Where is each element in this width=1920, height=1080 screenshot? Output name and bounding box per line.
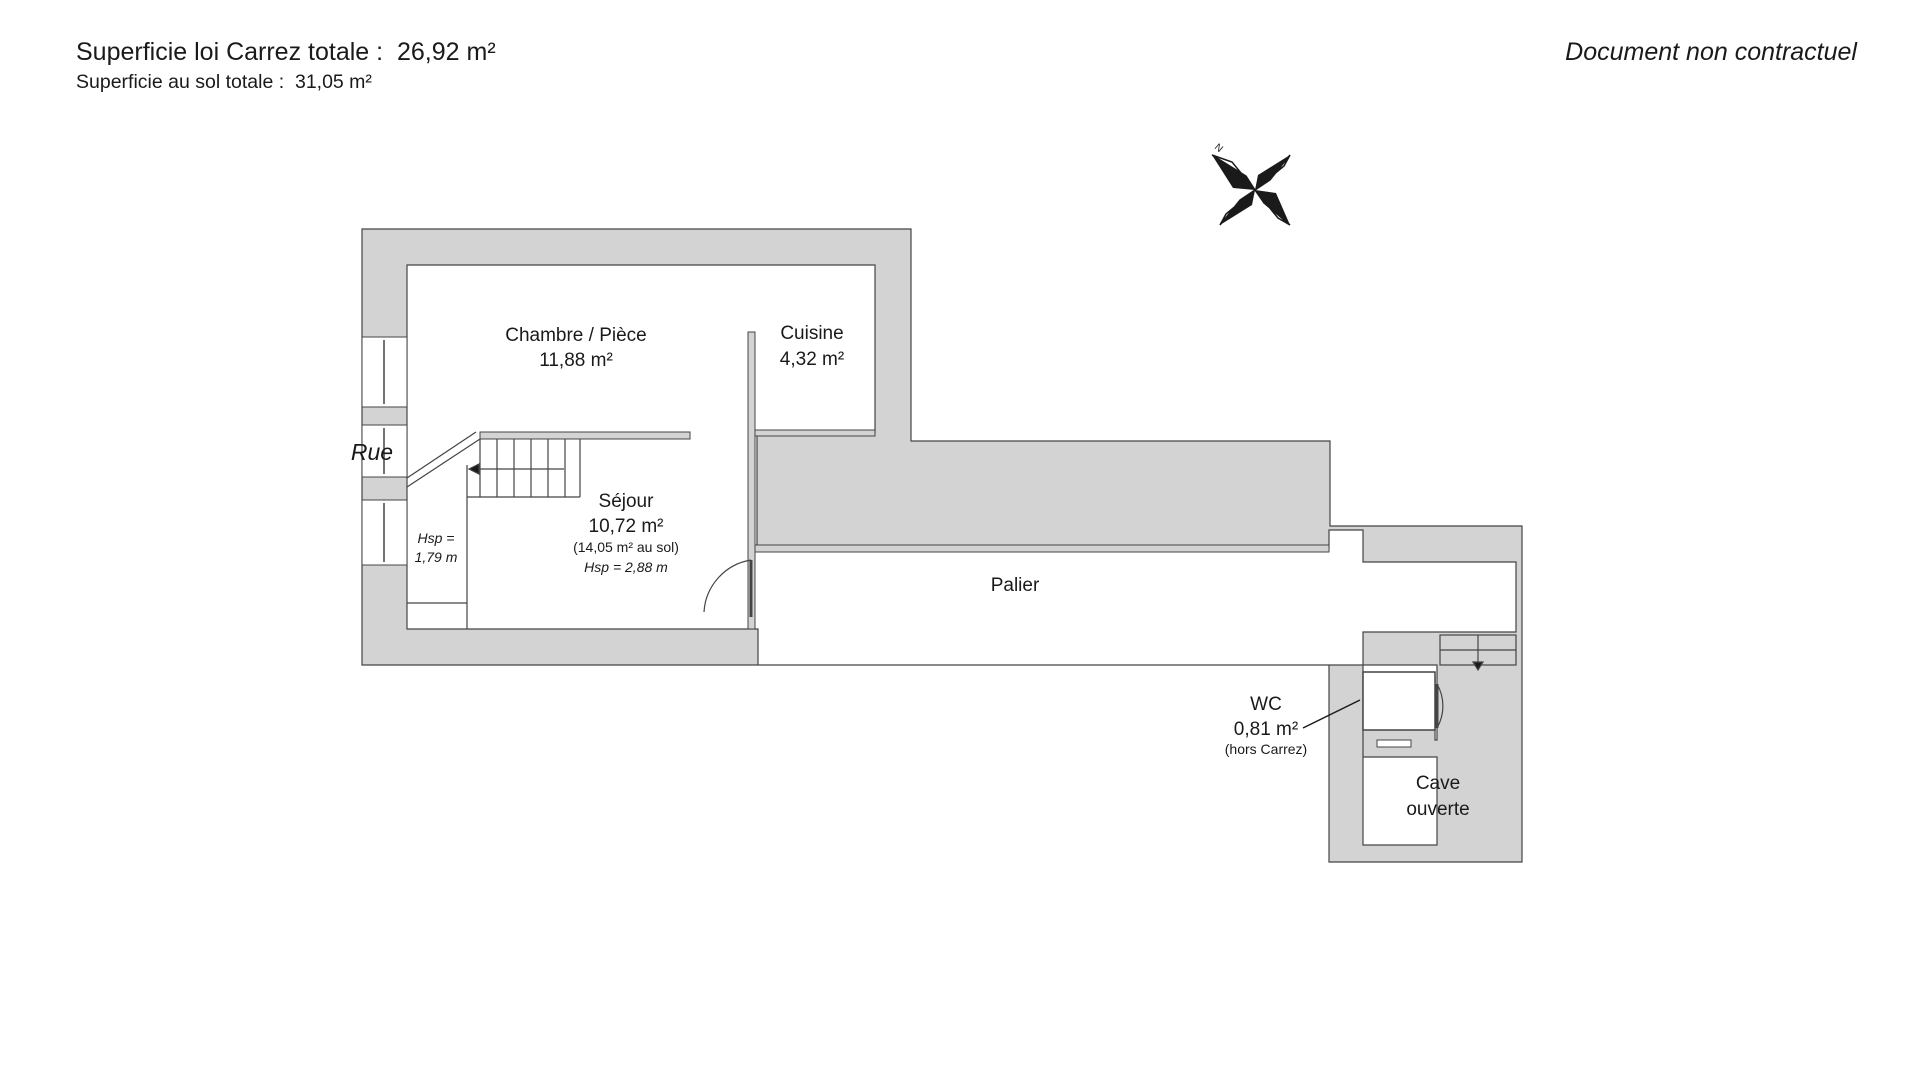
floor-total: Superficie au sol totale : 31,05 m² [76,71,372,94]
wc-pointer-line [1302,699,1361,729]
wc-vent [1376,739,1412,748]
room-chambre-area: 11,88 m² [539,350,613,371]
door-swing [703,559,752,613]
room-wc-note: (hors Carrez) [1225,741,1307,757]
partition-wall-sejour [747,331,756,630]
door-wc-icon [1435,683,1444,729]
room-sejour-height: Hsp = 2,88 m [584,559,668,575]
low-ceiling-height-label: Hsp = [418,530,455,546]
arrow-left-icon [467,463,480,475]
stair-wall [479,431,691,440]
room-palier-name: Palier [991,575,1040,596]
carrez-total: Superficie loi Carrez totale : 26,92 m² [76,38,496,67]
palier-wall [754,544,1330,553]
wc-block [1362,671,1436,731]
room-cave-name: Cave [1416,773,1460,794]
stair-rail [406,431,477,479]
compass-outline [1254,189,1291,226]
street-label: Rue [351,439,393,465]
room-sejour-name: Séjour [599,491,655,512]
compass-outline [1219,189,1256,226]
room-wc-area: 0,81 m² [1234,719,1298,740]
street-windows [361,336,408,566]
compass-outline [1254,154,1291,191]
floor-label: Superficie au sol totale : [76,71,285,93]
carrez-label: Superficie loi Carrez totale : [76,38,384,66]
compass-outline [1211,154,1256,191]
stair-rail [406,438,481,488]
cuisine-wall [754,429,876,437]
compass-north-label: N [1212,142,1225,155]
staircase [406,431,581,629]
room-chambre-name: Chambre / Pièce [505,325,647,346]
compass-south-point [1255,190,1290,225]
carrez-value: 26,92 m² [397,38,496,66]
cellar-staircase [1439,634,1517,672]
door-swing [1436,683,1444,729]
room-sejour-floor-area: (14,05 m² au sol) [573,539,679,555]
room-cave-status: ouverte [1406,799,1469,820]
compass-rose-icon: N [1211,142,1291,226]
disclaimer: Document non contractuel [1565,38,1857,66]
floor-value: 31,05 m² [294,71,372,93]
compass-east-point [1255,155,1290,190]
arrow-down-icon [1471,661,1485,672]
compass-north-point [1212,155,1255,190]
room-sejour-area: 10,72 m² [589,516,664,537]
room-cuisine-name: Cuisine [780,323,843,344]
low-ceiling-height-value: 1,79 m [415,549,458,565]
compass-west-point [1220,190,1255,225]
room-cuisine-area: 4,32 m² [780,349,844,370]
door-sejour-icon [703,559,753,617]
room-wc-name: WC [1250,694,1282,715]
